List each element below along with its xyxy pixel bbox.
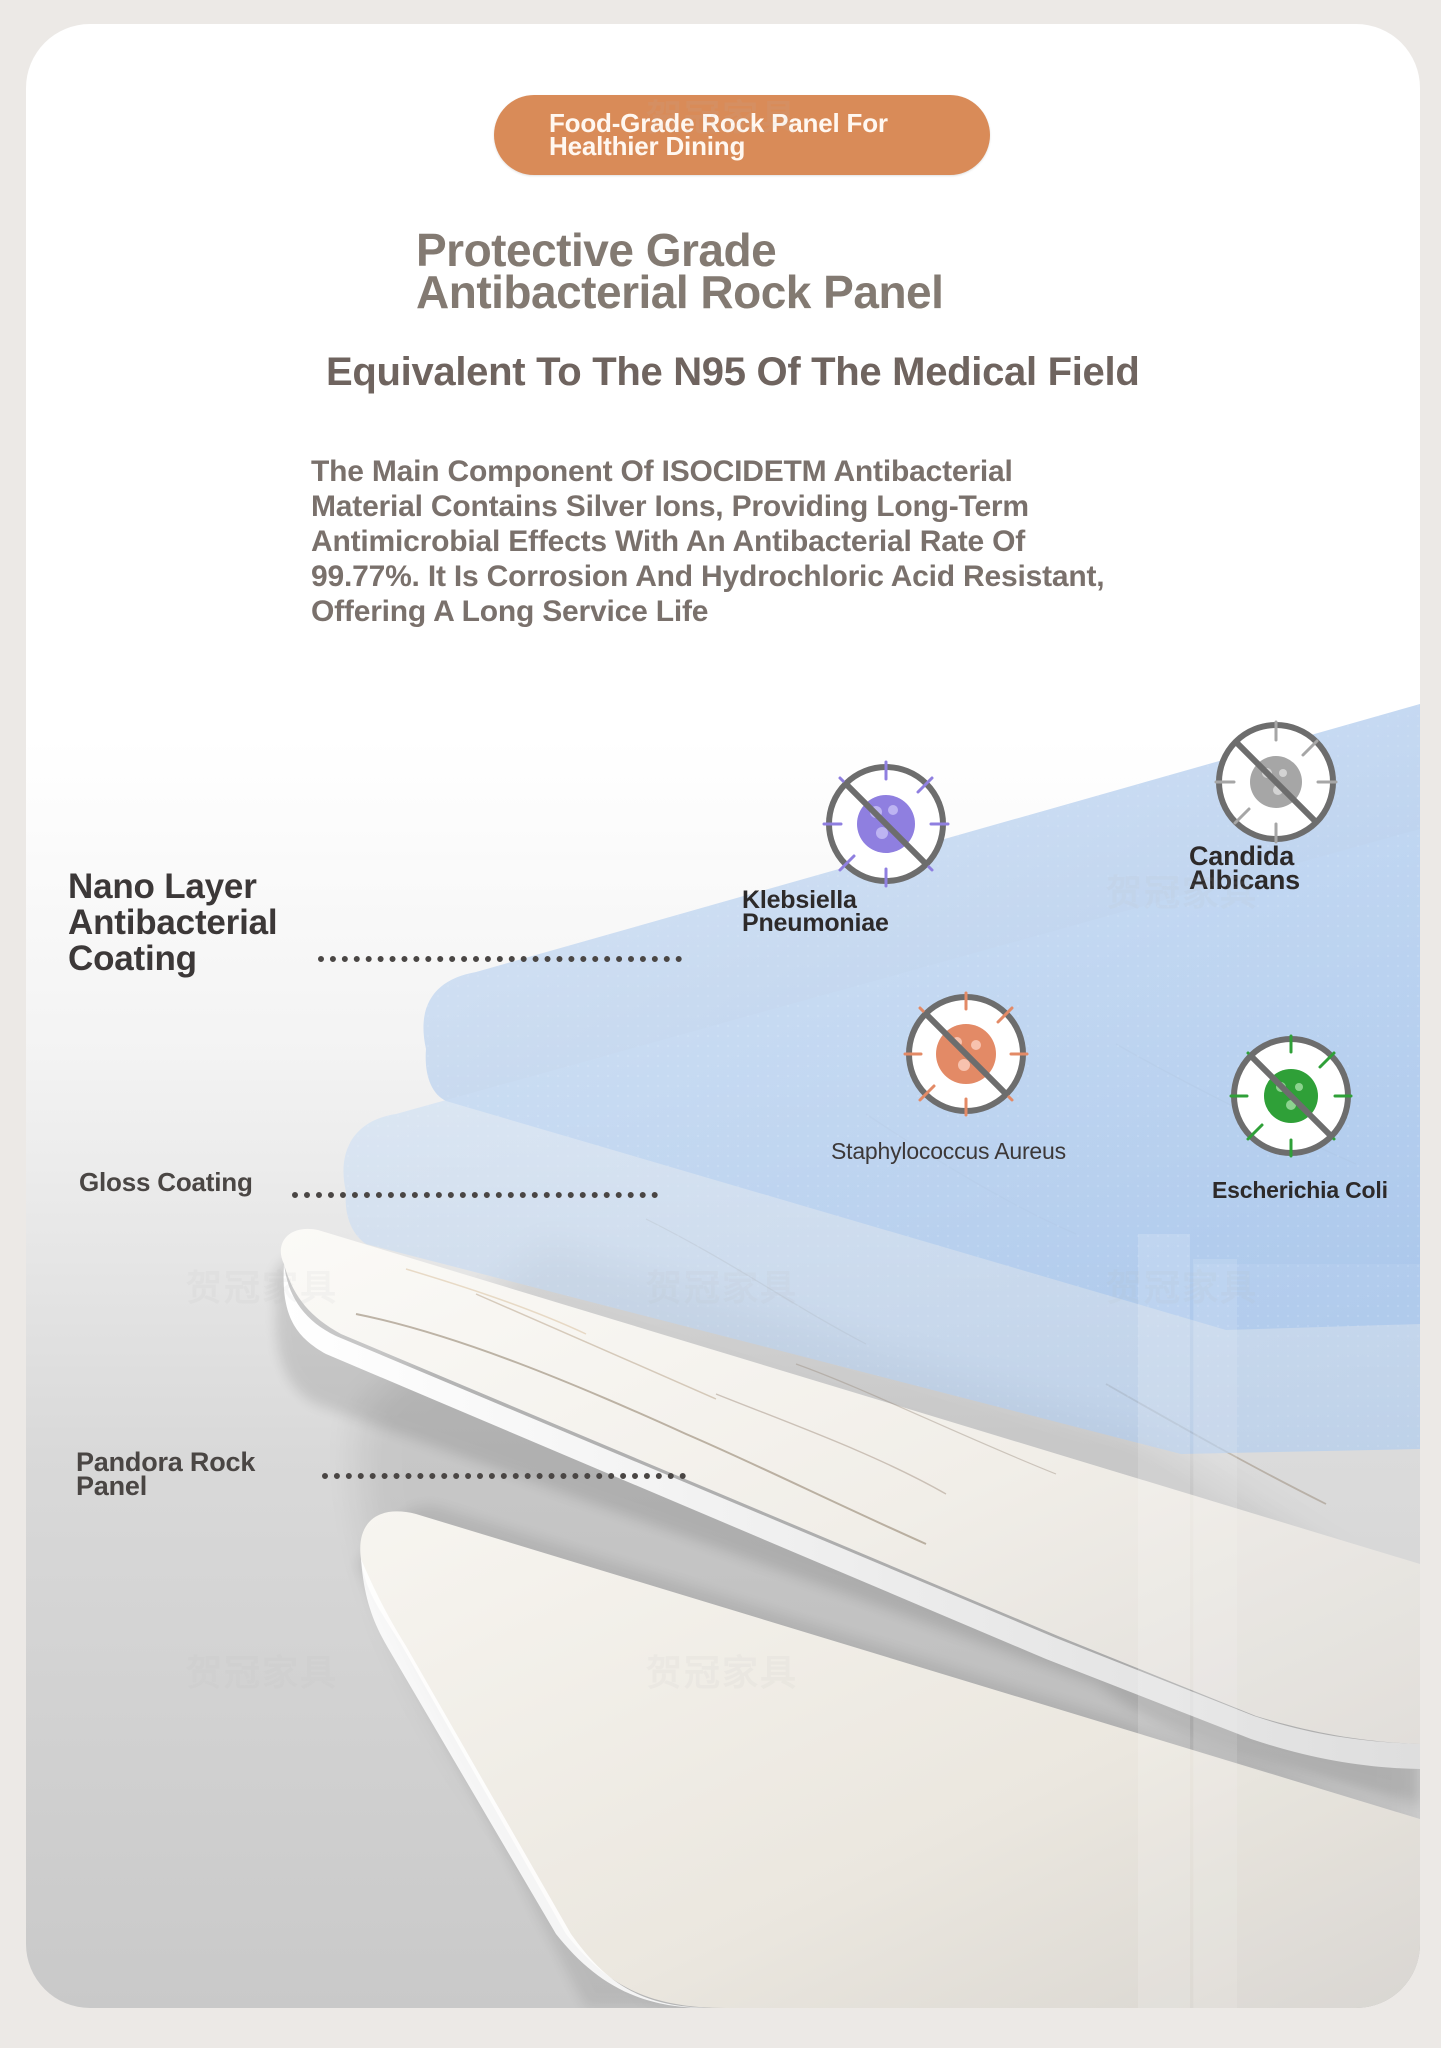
layered-panel-illustration <box>272 704 1420 2008</box>
product-card: Food-Grade Rock Panel For Healthier Dini… <box>26 24 1420 2008</box>
staphylococcus-label: Staphylococcus Aureus <box>831 1138 1066 1164</box>
page-title: Protective Grade Antibacterial Rock Pane… <box>416 224 944 318</box>
candida-icon <box>1206 712 1346 852</box>
watermark: 贺冠家具 <box>646 1268 799 1309</box>
pandora-rock-panel-dotted-leader <box>322 1473 686 1479</box>
klebsiella-label: Klebsiella Pneumoniae <box>742 886 889 937</box>
gloss-coating-dotted-leader <box>292 1192 658 1198</box>
watermark: 贺冠家具 <box>1106 873 1259 914</box>
watermark: 贺冠家具 <box>186 1268 339 1309</box>
klebsiella-icon <box>816 754 956 894</box>
watermark: 贺冠家具 <box>1106 1268 1259 1309</box>
staphylococcus-icon <box>896 984 1036 1124</box>
badge-pill <box>494 95 990 175</box>
escherichia-icon <box>1221 1026 1361 1166</box>
escherichia-label: Escherichia Coli <box>1212 1177 1388 1203</box>
gloss-coating-label: Gloss Coating <box>79 1167 253 1197</box>
description-text: The Main Component Of ISOCIDETM Antibact… <box>311 455 1105 628</box>
nano-layer-label: Nano Layer Antibacterial Coating <box>68 867 278 978</box>
badge-text: Food-Grade Rock Panel For Healthier Dini… <box>549 108 888 161</box>
page-subtitle: Equivalent To The N95 Of The Medical Fie… <box>326 350 1140 394</box>
nano-layer-dotted-leader <box>318 956 682 962</box>
watermark: 贺冠家具 <box>646 1653 799 1694</box>
watermark: 贺冠家具 <box>646 98 799 139</box>
pandora-rock-panel-label: Pandora Rock Panel <box>76 1447 256 1501</box>
candida-label: Candida Albicans <box>1189 841 1300 895</box>
watermark: 贺冠家具 <box>186 1653 339 1694</box>
